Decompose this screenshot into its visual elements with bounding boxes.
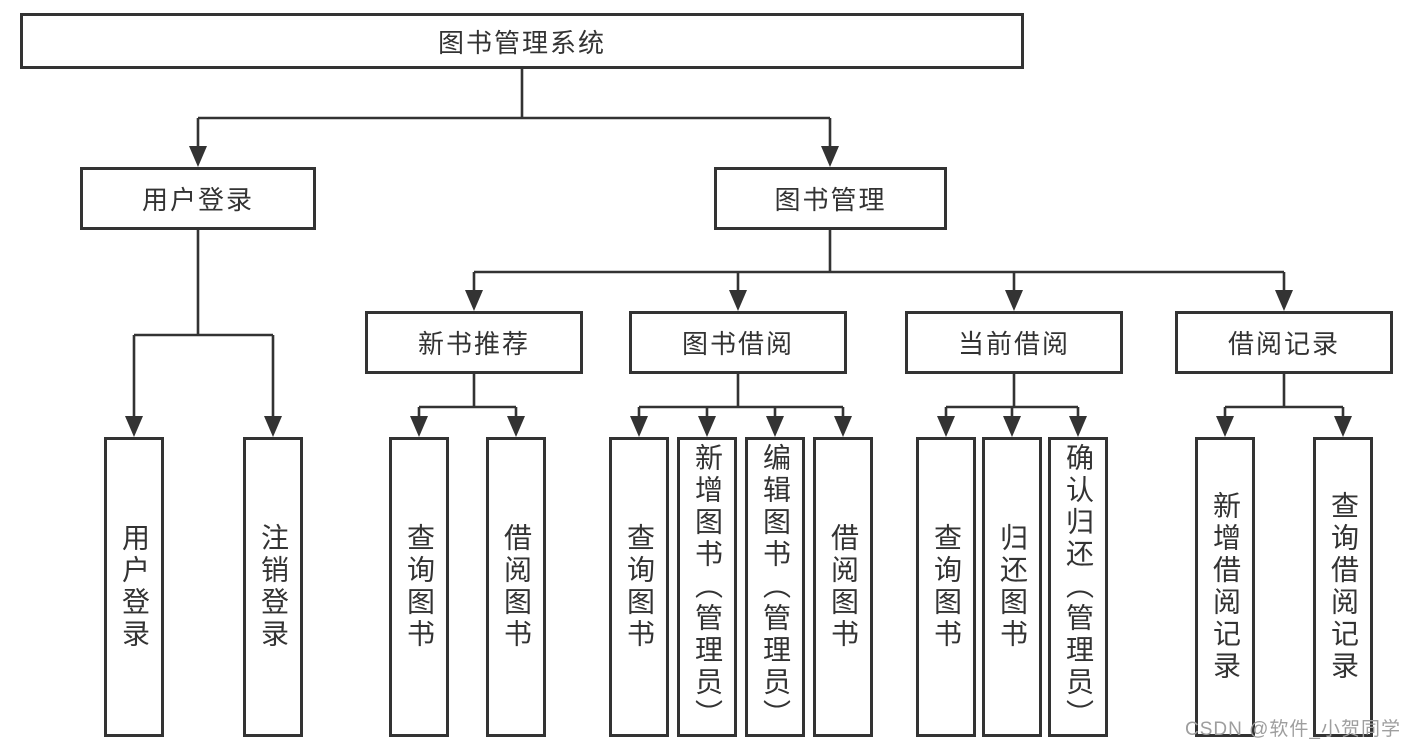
arrow-down-icons [125, 146, 1352, 437]
node-book-borrowing: 图书借阅 [629, 311, 847, 374]
leaf-add-books-admin: 新增图书（管理员） [677, 437, 737, 737]
leaf-recommend-query-books-label: 查询图书 [404, 523, 435, 651]
leaf-add-borrow-record-label: 新增借阅记录 [1210, 491, 1241, 683]
leaf-current-query-books-label: 查询图书 [931, 523, 962, 651]
node-new-book-recommend-label: 新书推荐 [417, 329, 530, 359]
leaf-borrowing-borrow-books-label: 借阅图书 [828, 523, 859, 651]
leaf-logout: 注销登录 [243, 437, 303, 737]
leaf-user-login-label: 用户登录 [119, 523, 150, 651]
leaf-recommend-borrow-books-label: 借阅图书 [501, 523, 532, 651]
leaf-confirm-return-admin: 确认归还（管理员） [1048, 437, 1108, 737]
watermark: CSDN @软件_小贺同学 [1185, 719, 1401, 740]
leaf-query-borrow-record: 查询借阅记录 [1313, 437, 1373, 737]
leaf-recommend-borrow-books: 借阅图书 [486, 437, 546, 737]
leaf-recommend-query-books: 查询图书 [389, 437, 449, 737]
leaf-add-borrow-record: 新增借阅记录 [1195, 437, 1255, 737]
node-user-login: 用户登录 [80, 167, 316, 230]
leaf-borrowing-query-books-label: 查询图书 [624, 523, 655, 651]
node-root: 图书管理系统 [20, 13, 1024, 69]
leaf-user-login: 用户登录 [104, 437, 164, 737]
leaf-edit-books-admin: 编辑图书（管理员） [745, 437, 805, 737]
leaf-borrowing-query-books: 查询图书 [609, 437, 669, 737]
leaf-query-borrow-record-label: 查询借阅记录 [1328, 491, 1359, 683]
node-borrowing-records-label: 借阅记录 [1227, 329, 1340, 359]
node-user-login-label: 用户登录 [141, 185, 254, 215]
connector-path [132, 69, 1345, 420]
leaf-confirm-return-admin-label: 确认归还（管理员） [1063, 443, 1094, 731]
leaf-logout-label: 注销登录 [258, 523, 289, 651]
node-book-borrowing-label: 图书借阅 [681, 329, 794, 359]
node-book-management: 图书管理 [714, 167, 947, 230]
leaf-return-books: 归还图书 [982, 437, 1042, 737]
node-current-borrowing-label: 当前借阅 [957, 329, 1070, 359]
leaf-return-books-label: 归还图书 [997, 523, 1028, 651]
leaf-edit-books-admin-label: 编辑图书（管理员） [760, 443, 791, 731]
leaf-current-query-books: 查询图书 [916, 437, 976, 737]
node-book-management-label: 图书管理 [774, 185, 887, 215]
node-root-label: 图书管理系统 [437, 27, 606, 58]
leaf-add-books-admin-label: 新增图书（管理员） [692, 443, 723, 731]
node-new-book-recommend: 新书推荐 [365, 311, 583, 374]
node-current-borrowing: 当前借阅 [905, 311, 1123, 374]
node-borrowing-records: 借阅记录 [1175, 311, 1393, 374]
leaf-borrowing-borrow-books: 借阅图书 [813, 437, 873, 737]
